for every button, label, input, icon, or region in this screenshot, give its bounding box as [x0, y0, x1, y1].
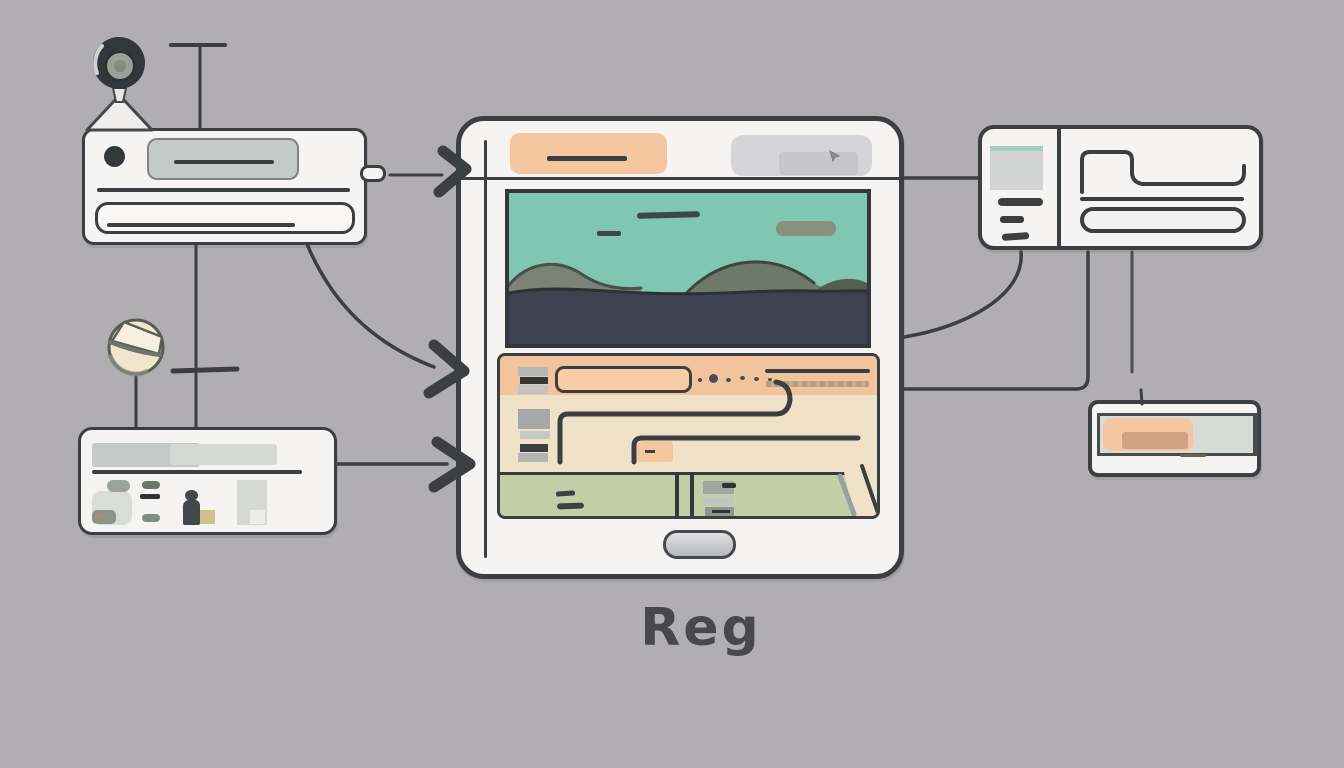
- pin-line: [170, 243, 240, 430]
- connector-right-curve: [902, 250, 1023, 339]
- dot: [754, 377, 759, 381]
- thumbnail-accent-stripe: [990, 146, 1043, 151]
- toolbar-menu-sub: [779, 152, 858, 175]
- form-rule-hatched: [766, 381, 869, 387]
- dot: [698, 378, 702, 382]
- hero-image: [505, 189, 871, 348]
- form-input: [555, 366, 692, 393]
- sidebar-block: [518, 453, 548, 462]
- accent-dot: [97, 514, 102, 519]
- placeholder-sub-block: [250, 510, 265, 524]
- thumbnail-block: [990, 146, 1043, 190]
- dot: [768, 378, 772, 381]
- card-divider: [97, 188, 350, 192]
- person-shadow: [92, 510, 116, 524]
- text-dash: [1001, 232, 1030, 241]
- field-label-block: [518, 367, 548, 376]
- footer-divider: [675, 473, 679, 516]
- home-button-icon: [663, 530, 736, 559]
- footer-block-dash: [722, 483, 736, 488]
- text-dash: [140, 494, 160, 499]
- form-rule: [765, 369, 870, 373]
- text-dash: [142, 514, 160, 522]
- map-pin-icon: [169, 43, 227, 130]
- toolbar-title-chip: [510, 133, 667, 174]
- footer-divider: [690, 473, 694, 516]
- progress-bar-inner: [1122, 432, 1206, 457]
- progress-fill: [1103, 418, 1206, 457]
- camera-icon: [85, 37, 154, 132]
- khaki-block: [200, 510, 215, 524]
- inline-tag: [637, 441, 673, 462]
- toolbar-title-line: [547, 156, 627, 161]
- url-text-line: [107, 223, 295, 227]
- connector-right-elbow: [902, 250, 1090, 391]
- sidebar-block: [520, 431, 550, 439]
- person-icon-dark: [183, 500, 200, 525]
- cursor-icon: [829, 149, 841, 163]
- browser-card: [82, 128, 386, 245]
- tab-title-line: [174, 160, 274, 164]
- footer-block: [703, 497, 733, 505]
- users-card: [78, 427, 337, 535]
- toolbar-divider: [461, 177, 899, 180]
- card-column-divider: [1057, 129, 1061, 246]
- detail-sketch-shapes: [1080, 150, 1246, 233]
- dot: [726, 378, 731, 382]
- inline-tag-dash: [645, 450, 655, 453]
- sky-button-block: [776, 221, 836, 236]
- progress-dash: [1180, 454, 1206, 457]
- progress-card: [1088, 400, 1261, 477]
- connector-nub: [360, 165, 386, 182]
- landscape-hills: [509, 260, 867, 344]
- pie-chart-icon: [107, 318, 165, 377]
- card-divider: [92, 470, 302, 474]
- field-label-block: [518, 385, 548, 394]
- text-dash: [1000, 216, 1024, 223]
- detail-card: [978, 125, 1263, 250]
- field-label-dark: [520, 377, 548, 384]
- dot: [740, 376, 745, 380]
- bezel-line: [484, 140, 487, 558]
- cloud-line: [597, 231, 621, 236]
- progress-track: [1097, 413, 1258, 457]
- url-field: [95, 202, 355, 234]
- sidebar-block: [518, 409, 550, 429]
- caption-text: Reg: [640, 598, 762, 658]
- form-sketch-lines: [557, 379, 877, 516]
- sidebar-block-dark: [520, 444, 548, 452]
- browser-tab: [147, 138, 299, 180]
- text-dash: [998, 198, 1043, 206]
- dot-large: [709, 374, 718, 383]
- form-panel: [497, 353, 880, 519]
- connector-curve: [305, 242, 436, 369]
- text-dash: [142, 481, 160, 489]
- person-head: [107, 480, 130, 492]
- record-dot-icon: [104, 146, 125, 167]
- tablet-device: [456, 116, 904, 579]
- toolbar-menu-block: [731, 135, 872, 176]
- header-block-light: [170, 444, 277, 465]
- footer-block-dash: [712, 510, 730, 513]
- person-icon-dark-head: [185, 490, 198, 501]
